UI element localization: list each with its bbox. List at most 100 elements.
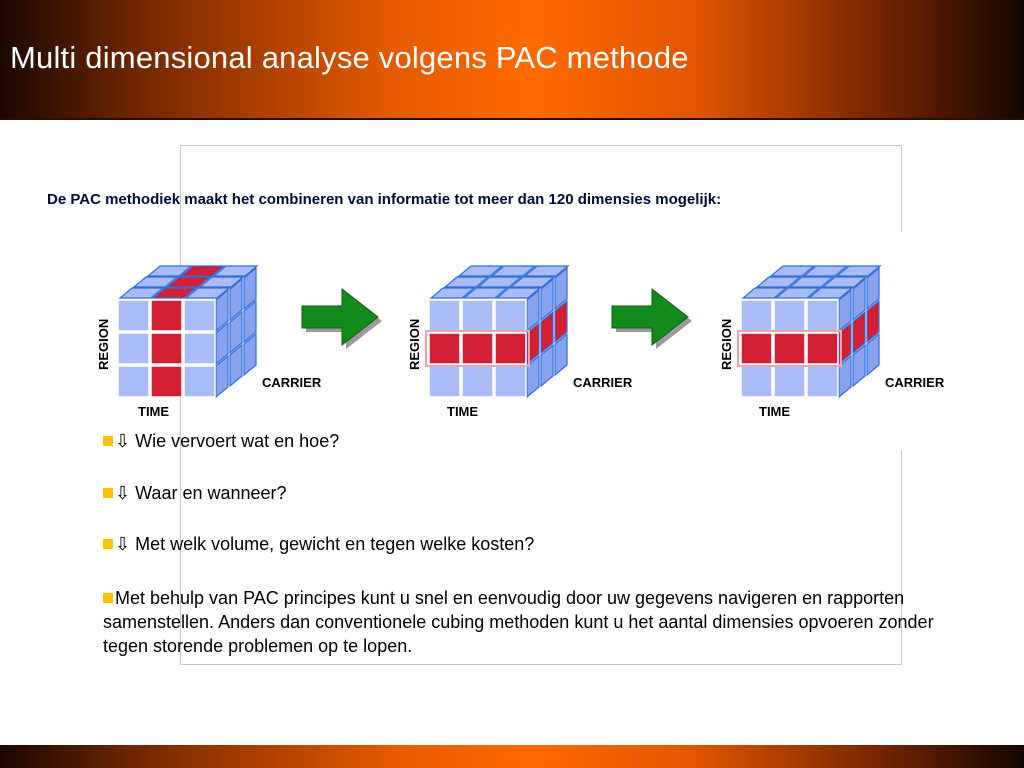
- cube-top-cell: [835, 265, 882, 277]
- cube-top-cell-highlighted: [165, 276, 212, 288]
- axis-label-region: REGION: [719, 319, 734, 370]
- cube-top-cell: [755, 276, 802, 288]
- cube-front-cell-highlighted: [740, 332, 773, 365]
- cube-top-cell: [132, 276, 179, 288]
- cube-top-cell-highlighted: [151, 287, 198, 299]
- cube-side-cell: [229, 343, 243, 388]
- cube-side-cell: [852, 343, 866, 388]
- cube-side-cell: [866, 266, 880, 311]
- axis-label-region: REGION: [407, 319, 422, 370]
- cube-top-cell: [476, 276, 523, 288]
- cube-front-cell-highlighted: [150, 332, 183, 365]
- data-cube-2: [425, 265, 570, 399]
- cube-front-cell: [117, 365, 150, 398]
- cube-side-cell: [243, 332, 257, 377]
- cube-top-cell: [184, 287, 231, 299]
- cube-top-cell: [490, 265, 537, 277]
- cube-front-cell: [494, 365, 527, 398]
- intro-text: De PAC methodiek maakt het combineren va…: [47, 191, 722, 208]
- cube-side-cell: [838, 288, 852, 333]
- cube-top-cell: [462, 287, 509, 299]
- bullet-text: Waar en wanneer?: [135, 483, 287, 503]
- cube-front-cell-highlighted: [428, 332, 461, 365]
- cube-side-cell: [554, 266, 568, 311]
- square-bullet-icon: [103, 436, 113, 446]
- cube-top-cell: [212, 265, 259, 277]
- cube-front-cell: [183, 332, 216, 365]
- cube-side-cell: [866, 332, 880, 377]
- data-cube-3: [737, 265, 882, 399]
- cube-side-cell-highlighted: [866, 299, 880, 344]
- bullet-item-summary: Met behulp van PAC principes kunt u snel…: [103, 586, 973, 658]
- cube-side-cell: [215, 288, 229, 333]
- bullet-item-who: ⇩ Wie vervoert wat en hoe?: [103, 431, 339, 452]
- square-bullet-icon: [103, 539, 113, 549]
- cube-front-cell: [117, 299, 150, 332]
- cube-front-cell: [183, 299, 216, 332]
- cube-side-cell-highlighted: [554, 299, 568, 344]
- highlight-glow: [737, 330, 842, 367]
- data-cube-1: [117, 265, 259, 399]
- bullet-text: Met welk volume, gewicht en tegen welke …: [135, 534, 535, 554]
- bullet-text: Met behulp van PAC principes kunt u snel…: [103, 588, 934, 656]
- cube-front-cell: [428, 299, 461, 332]
- cube-front-cell-highlighted: [806, 332, 839, 365]
- cube-front-cell-highlighted: [150, 299, 183, 332]
- cube-top-cell: [118, 287, 165, 299]
- axis-label-carrier: CARRIER: [262, 375, 322, 390]
- right-arrow-icon: [301, 287, 379, 347]
- cube-side-cell: [243, 266, 257, 311]
- cube-top-cell: [495, 287, 542, 299]
- cube-front-cell: [461, 365, 494, 398]
- cube-top-cell: [198, 276, 245, 288]
- cube-front-cell: [773, 365, 806, 398]
- axis-label-region: REGION: [96, 319, 111, 370]
- cube-top-cell: [774, 287, 821, 299]
- cube-top-cell: [457, 265, 504, 277]
- cube-side-cell: [243, 299, 257, 344]
- cube-front-cell: [740, 365, 773, 398]
- cube-top-cell: [788, 276, 835, 288]
- axis-label-carrier: CARRIER: [573, 375, 633, 390]
- cube-top-cell: [509, 276, 556, 288]
- cube-side-cell: [215, 354, 229, 399]
- axis-label-time: TIME: [759, 404, 790, 419]
- cube-side-cell: [540, 343, 554, 388]
- cube-top-cell: [807, 287, 854, 299]
- slide-title: Multi dimensional analyse volgens PAC me…: [10, 40, 689, 75]
- axis-label-time: TIME: [447, 404, 478, 419]
- title-bar: Multi dimensional analyse volgens PAC me…: [0, 0, 1024, 120]
- down-arrow-icon: ⇩: [115, 534, 131, 554]
- cube-front-cell-highlighted: [461, 332, 494, 365]
- cube-top-cell: [769, 265, 816, 277]
- axis-label-carrier: CARRIER: [885, 375, 945, 390]
- cube-side-cell: [526, 288, 540, 333]
- down-arrow-icon: ⇩: [115, 483, 131, 503]
- cube-front-cell-highlighted: [494, 332, 527, 365]
- cube-front-cell: [806, 299, 839, 332]
- frame-gap: [896, 232, 908, 450]
- square-bullet-icon: [103, 488, 113, 498]
- right-arrow-icon: [611, 287, 689, 347]
- cube-side-cell: [229, 277, 243, 322]
- cube-top-cell: [523, 265, 570, 277]
- cube-side-cell: [554, 332, 568, 377]
- cube-front-cell: [806, 365, 839, 398]
- cube-top-cell: [741, 287, 788, 299]
- cube-top-cell-highlighted: [179, 265, 226, 277]
- cube-front-cell: [183, 365, 216, 398]
- bullet-item-where: ⇩ Waar en wanneer?: [103, 483, 287, 504]
- cube-top-cell: [443, 276, 490, 288]
- cube-top-cell: [821, 276, 868, 288]
- cube-front-cell: [773, 299, 806, 332]
- cube-front-cell: [461, 299, 494, 332]
- axis-label-time: TIME: [138, 404, 169, 419]
- cube-front-cell: [428, 365, 461, 398]
- bullet-item-volume: ⇩ Met welk volume, gewicht en tegen welk…: [103, 534, 534, 555]
- bullet-text: Wie vervoert wat en hoe?: [135, 431, 340, 451]
- cube-top-cell: [429, 287, 476, 299]
- square-bullet-icon: [103, 593, 113, 603]
- cube-front-cell: [117, 332, 150, 365]
- cube-side-cell: [852, 277, 866, 322]
